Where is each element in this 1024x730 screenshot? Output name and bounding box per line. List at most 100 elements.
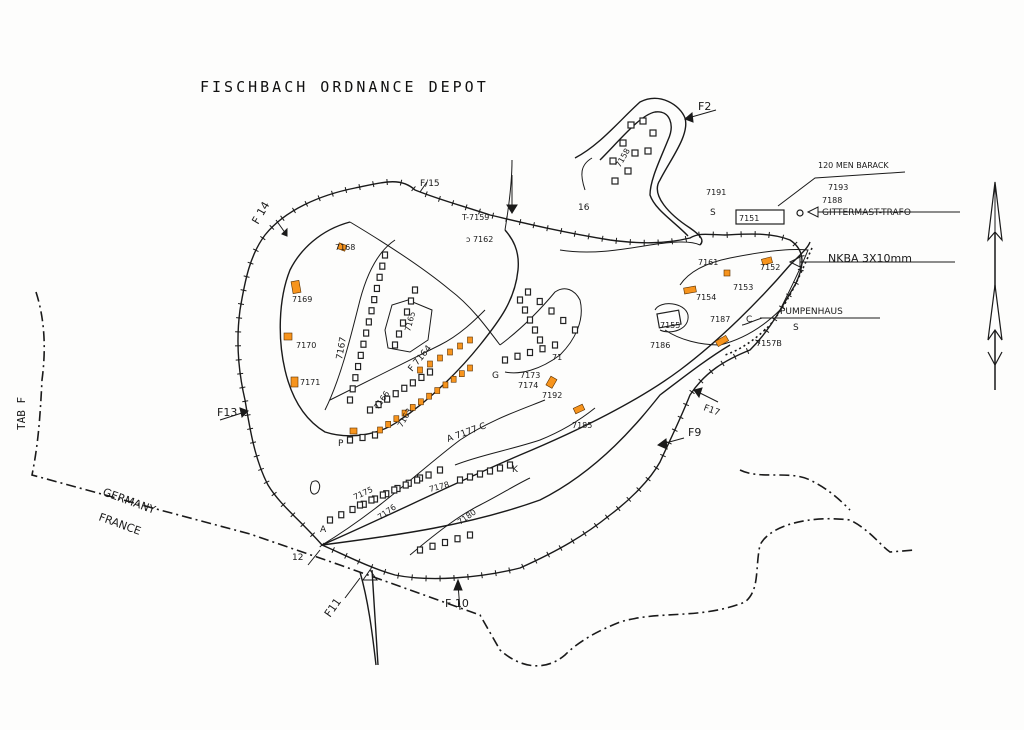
magazine-building <box>352 374 359 382</box>
barrack-7151 <box>735 209 785 225</box>
magazine-building <box>357 351 364 359</box>
magazine-building <box>418 373 425 382</box>
fence-tick <box>399 179 403 186</box>
magazine-building <box>447 348 453 356</box>
7165-box <box>384 299 433 353</box>
south-exit-road-2 <box>371 569 379 666</box>
point-16: 16 <box>578 203 590 213</box>
label-7177: A 7177 C <box>446 421 488 444</box>
fence-tick <box>236 317 243 319</box>
fence-tick <box>344 186 348 194</box>
fire-point-f15: F/15 <box>420 179 440 189</box>
fence-tick <box>546 551 550 558</box>
magazine-building <box>524 288 532 296</box>
label-7185: 7185 <box>572 421 592 430</box>
callout-barrack: 120 MEN BARACK <box>818 161 889 170</box>
fence-tick <box>310 532 316 538</box>
fire-point-f13: F13 <box>217 406 237 419</box>
perimeter-fence <box>237 181 803 580</box>
country-germany: GERMANY <box>101 486 157 517</box>
fence-tick <box>532 222 535 229</box>
magazine-building <box>436 466 444 474</box>
central-loop <box>499 288 582 374</box>
fence-tick <box>570 538 575 544</box>
fence-tick <box>573 230 576 237</box>
callout-pumpenhaus: PUMPENHAUS <box>780 307 843 317</box>
label-p: P <box>338 439 344 449</box>
magazine-building <box>434 387 441 394</box>
magazine-building <box>349 385 356 393</box>
fence-tick <box>247 261 254 265</box>
label-a: A <box>320 525 327 535</box>
magazine-building <box>399 319 407 327</box>
north-road-outer <box>574 97 703 246</box>
magazine-building <box>466 473 474 481</box>
west-inner-road <box>349 221 501 346</box>
bldg-group-7158 <box>609 117 657 185</box>
north-link <box>504 159 513 231</box>
fence-tick <box>258 467 265 471</box>
nkba-arrow-icon <box>788 256 801 268</box>
magazine-building <box>409 379 416 387</box>
label-s1: S <box>710 208 716 218</box>
fence-tick <box>615 505 621 512</box>
magazine-building <box>560 316 567 325</box>
magazine-building <box>368 307 375 315</box>
fence-tick <box>558 545 563 551</box>
magazine-building <box>368 496 375 504</box>
label-7174: 7174 <box>518 381 538 390</box>
northeast-link <box>559 241 701 253</box>
fence-tick <box>533 557 538 564</box>
east-track <box>724 247 813 356</box>
magazine-building <box>476 470 484 478</box>
magazine-building <box>486 467 494 475</box>
fence-tick <box>560 228 563 235</box>
magazine-building <box>526 316 534 324</box>
fence-tick <box>755 339 761 345</box>
magazine-building <box>385 421 391 428</box>
magazine-building <box>426 392 432 400</box>
label-7169: 7169 <box>292 295 312 304</box>
magazine-building <box>401 384 408 392</box>
fire-point-arrows <box>219 109 719 611</box>
label-7188: 7188 <box>822 196 842 205</box>
label-g: G <box>492 371 499 381</box>
fence-tick <box>587 233 590 240</box>
fence-tick <box>708 368 714 375</box>
fence-tick <box>763 328 770 333</box>
fence-tick <box>733 353 737 360</box>
fence-tick <box>242 400 249 403</box>
fence-tick <box>546 225 549 232</box>
fence-tick <box>521 563 525 570</box>
label-71: 71 <box>552 353 562 362</box>
fence-tick <box>745 348 750 354</box>
magazine-building <box>349 505 356 514</box>
magazine-building <box>381 251 389 259</box>
fence-tick <box>358 184 361 191</box>
fence-tick <box>720 360 725 367</box>
east-lobe <box>664 249 809 346</box>
magazine-building <box>536 297 543 306</box>
magazine-building <box>411 286 419 294</box>
magazine-building <box>429 542 436 550</box>
magazine-building <box>416 546 424 554</box>
magazine-building <box>371 296 378 304</box>
fence-tick <box>370 563 374 570</box>
gate-marker-icon <box>362 569 378 581</box>
magazine-building <box>365 318 372 326</box>
fence-tick <box>494 570 497 577</box>
fence-tick <box>397 572 400 579</box>
fire-point-f14: F 14 <box>249 199 272 226</box>
magazine-building <box>459 370 465 377</box>
magazine-building <box>450 375 457 383</box>
magazine-building <box>391 341 399 349</box>
magazine-building <box>402 481 409 489</box>
fence-tick <box>508 567 511 574</box>
magazine-row-road <box>329 309 486 401</box>
point-12: 12 <box>292 553 303 563</box>
north-road-inner <box>599 111 689 237</box>
building-7155 <box>656 309 682 329</box>
label-7168: 7168 <box>335 243 355 252</box>
label-k: K <box>512 465 519 475</box>
fence-tick <box>253 454 260 458</box>
